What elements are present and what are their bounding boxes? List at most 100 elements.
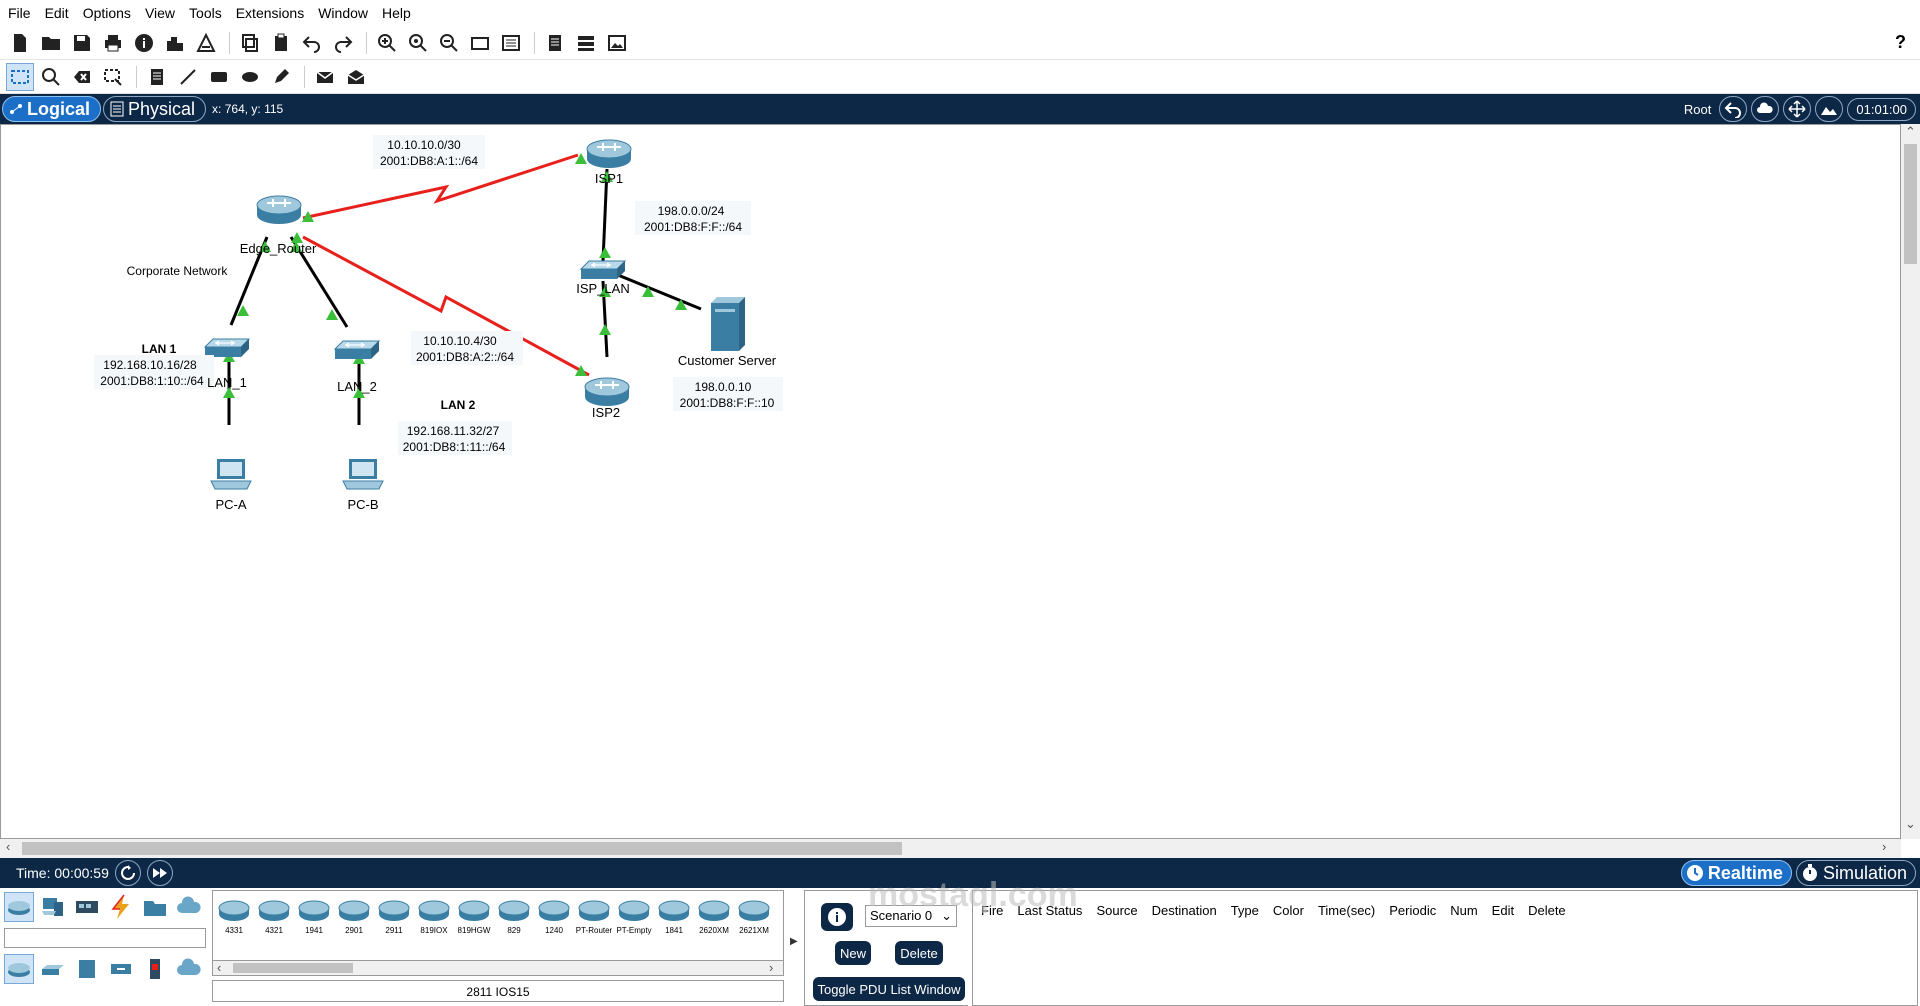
chevron-right-icon[interactable]: › xyxy=(769,960,774,975)
device-model-item[interactable]: 4331 xyxy=(215,895,253,965)
power-cycle-button[interactable] xyxy=(114,860,141,886)
line-tool-button[interactable] xyxy=(174,63,202,91)
menu-help[interactable]: Help xyxy=(382,5,411,21)
delete-tool-button[interactable] xyxy=(68,63,96,91)
device-isp2[interactable] xyxy=(584,377,630,407)
subcategory-wireless[interactable] xyxy=(106,954,136,984)
inspect-tool-button[interactable] xyxy=(37,63,65,91)
device-pc-a[interactable] xyxy=(210,458,252,490)
subcategory-hubs[interactable] xyxy=(72,954,102,984)
fast-forward-button[interactable] xyxy=(146,860,173,886)
network-info-button[interactable] xyxy=(161,29,189,57)
resize-tool-button[interactable] xyxy=(99,63,127,91)
activity-wizard-button[interactable] xyxy=(192,29,220,57)
delete-scenario-button[interactable]: Delete xyxy=(895,941,943,965)
menu-file[interactable]: File xyxy=(8,5,31,21)
tab-simulation[interactable]: Simulation xyxy=(1795,860,1916,886)
copy-button[interactable] xyxy=(236,29,264,57)
menu-window[interactable]: Window xyxy=(318,5,368,21)
device-lan1[interactable] xyxy=(204,338,250,358)
device-lan2[interactable] xyxy=(334,340,380,360)
chevron-up-icon[interactable]: ⌃ xyxy=(1905,124,1916,139)
device-isp1[interactable] xyxy=(586,139,632,169)
toggle-pdu-list-button[interactable]: Toggle PDU List Window xyxy=(813,977,965,1001)
screenshot-button[interactable] xyxy=(603,29,631,57)
device-model-item[interactable]: PT-Router xyxy=(575,895,613,965)
category-network-devices[interactable] xyxy=(4,892,34,922)
device-pc-b[interactable] xyxy=(342,458,384,490)
device-model-item[interactable]: 1240 xyxy=(535,895,573,965)
paste-button[interactable] xyxy=(267,29,295,57)
undo-button[interactable] xyxy=(298,29,326,57)
device-customer-server[interactable] xyxy=(711,297,745,351)
select-tool-button[interactable] xyxy=(6,62,34,91)
new-cluster-button[interactable] xyxy=(1751,96,1780,122)
logical-workspace[interactable]: ISP1 Edge_Router ISP_LAN ISP2 LAN_1 LAN_… xyxy=(0,124,1901,839)
rectangle-tool-button[interactable] xyxy=(205,63,233,91)
freeform-tool-button[interactable] xyxy=(267,63,295,91)
chevron-left-icon[interactable]: ‹ xyxy=(6,839,11,854)
device-isp-lan[interactable] xyxy=(580,260,626,280)
device-model-item[interactable]: 2901 xyxy=(335,895,373,965)
vertical-scroll-thumb[interactable] xyxy=(1904,144,1917,264)
print-button[interactable] xyxy=(99,29,127,57)
cluster-button[interactable] xyxy=(572,29,600,57)
menu-tools[interactable]: Tools xyxy=(189,5,222,21)
category-search-box[interactable] xyxy=(4,928,206,948)
tab-realtime[interactable]: Realtime xyxy=(1680,860,1792,886)
simple-pdu-button[interactable] xyxy=(311,63,339,91)
horizontal-scrollbar[interactable]: ‹ › xyxy=(0,839,1901,858)
device-model-item[interactable]: 1841 xyxy=(655,895,693,965)
subcategory-routers[interactable] xyxy=(4,954,34,984)
new-file-button[interactable] xyxy=(6,29,34,57)
device-model-item[interactable]: 2621XM xyxy=(735,895,773,965)
drawing-palette-button[interactable] xyxy=(466,29,494,57)
subcategory-switches[interactable] xyxy=(38,954,68,984)
move-object-button[interactable] xyxy=(1783,96,1812,122)
subcategory-wan-emulation[interactable] xyxy=(174,954,204,984)
tab-logical[interactable]: Logical xyxy=(2,96,102,122)
device-model-item[interactable]: 2911 xyxy=(375,895,413,965)
ellipse-tool-button[interactable] xyxy=(236,63,264,91)
device-edge-router[interactable] xyxy=(256,195,302,225)
viewport-clock[interactable]: 01:01:00 xyxy=(1847,97,1916,121)
device-model-item[interactable]: 819HGW xyxy=(455,895,493,965)
device-list-scroll-thumb[interactable] xyxy=(233,963,353,973)
device-model-item[interactable]: PT-Empty xyxy=(615,895,653,965)
zoom-reset-button[interactable] xyxy=(404,29,432,57)
tab-physical[interactable]: Physical xyxy=(103,96,207,122)
menu-view[interactable]: View xyxy=(144,5,176,21)
category-multiuser[interactable] xyxy=(174,892,204,922)
link-isp1-isplan[interactable] xyxy=(601,168,609,262)
zoom-in-button[interactable] xyxy=(373,29,401,57)
scenario-select[interactable]: Scenario 0 ⌄ xyxy=(865,905,957,927)
serial-link-edge-isp1[interactable] xyxy=(302,153,579,220)
complex-pdu-button[interactable] xyxy=(342,63,370,91)
category-connections[interactable] xyxy=(106,892,136,922)
menu-edit[interactable]: Edit xyxy=(44,5,69,21)
open-button[interactable] xyxy=(37,29,65,57)
device-model-item[interactable]: 829 xyxy=(495,895,533,965)
device-model-item[interactable]: 2620XM xyxy=(695,895,733,965)
save-button[interactable] xyxy=(68,29,96,57)
note-tool-button[interactable] xyxy=(143,63,171,91)
back-button[interactable] xyxy=(1719,96,1748,122)
horizontal-scroll-thumb[interactable] xyxy=(22,842,902,855)
chevron-right-icon[interactable]: › xyxy=(1882,839,1887,854)
menu-extensions[interactable]: Extensions xyxy=(235,5,305,21)
device-model-item[interactable]: 1941 xyxy=(295,895,333,965)
redo-button[interactable] xyxy=(329,29,357,57)
device-model-item[interactable]: 819IOX xyxy=(415,895,453,965)
chevron-left-icon[interactable]: ‹ xyxy=(217,960,222,975)
category-miscellaneous[interactable] xyxy=(140,892,170,922)
info-button[interactable] xyxy=(130,29,158,57)
new-scenario-button[interactable]: New xyxy=(835,941,871,965)
zoom-out-button[interactable] xyxy=(435,29,463,57)
category-end-devices[interactable] xyxy=(38,892,68,922)
link-isplan-server[interactable] xyxy=(612,271,702,311)
collapse-panel-icon[interactable]: ▶ xyxy=(790,936,798,947)
link-edge-lan2[interactable] xyxy=(289,236,349,328)
subcategory-security[interactable] xyxy=(140,954,170,984)
menu-options[interactable]: Options xyxy=(82,5,131,21)
help-icon[interactable]: ? xyxy=(1895,32,1906,52)
